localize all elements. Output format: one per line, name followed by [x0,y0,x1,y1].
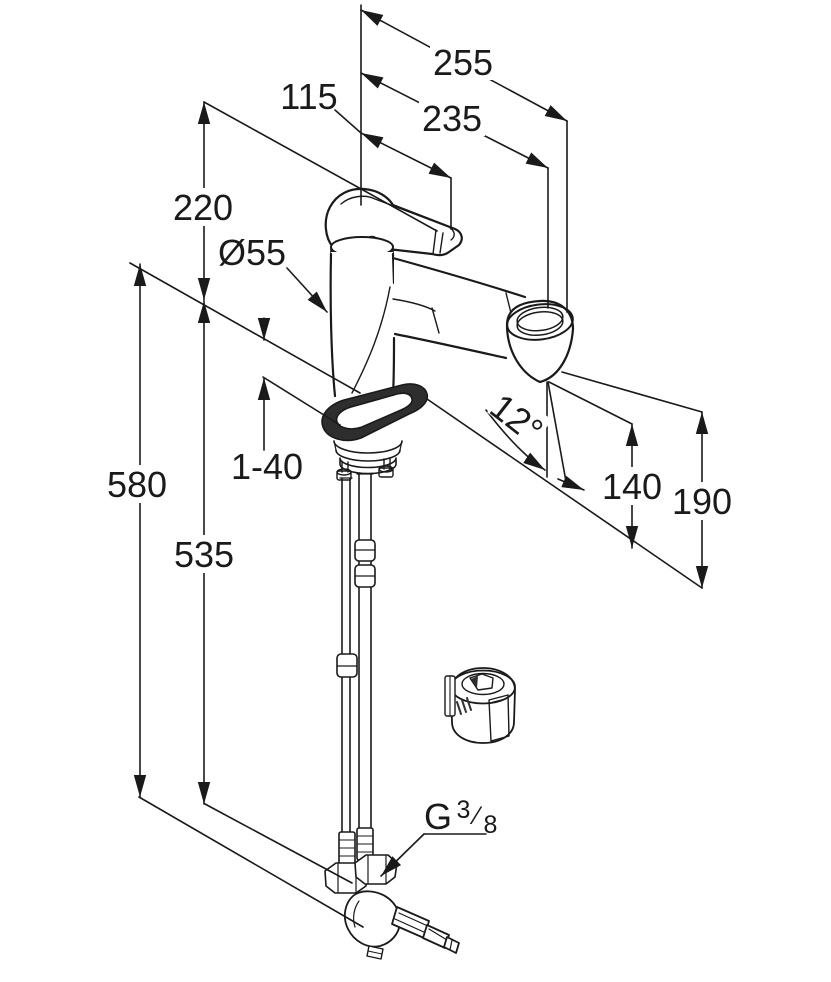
angle-arc [485,409,546,471]
fixing-studs [336,458,394,481]
dim-label-220: 220 [173,187,233,228]
dim-label-diameter: Ø55 [218,232,286,273]
dimension-labels: 255 235 115 220 Ø55 1-40 580 535 140 190… [107,42,732,839]
reference-line-counter-bottom [262,376,341,426]
dim-label-190: 190 [672,481,732,522]
dim-label-255: 255 [433,42,493,83]
dim-label-115: 115 [280,76,337,117]
connection-nuts [324,827,398,894]
faucet-spout [391,256,532,360]
dim-line-115 [360,132,452,179]
dim-label-thread: G 3 ⁄ 8 [424,796,497,839]
thread-leader [380,833,425,877]
reference-line-pipe-end [204,803,353,884]
shutoff-valve [343,890,460,960]
reference-line-counter-right [426,398,703,589]
dim-label-mount-range: 1-40 [231,446,303,487]
spray-head [505,299,575,384]
faucet-illustration [321,187,575,960]
dim-label-580: 580 [107,464,167,505]
supply-pipes [336,473,376,835]
dim-label-535: 535 [174,534,234,575]
dim-label-angle: 12° [483,385,551,451]
reference-line-counter-left [129,262,361,394]
thread-denominator: 8 [483,811,497,839]
base-escutcheon [321,383,429,442]
reference-line-hose-end [138,796,364,928]
diameter-leader [286,267,328,313]
thread-slash: ⁄ [469,802,483,830]
reference-line-outlet [548,381,633,425]
dim-label-140: 140 [602,466,662,507]
reference-line-handle-top [203,101,438,232]
thread-prefix: G [424,796,452,837]
label-masks [106,44,734,573]
angle-spray-axis [547,381,568,488]
thread-numerator: 3 [456,796,470,824]
dim-label-235: 235 [422,98,482,139]
dimension-lines [129,4,709,928]
angle-arc-arrow [557,475,585,491]
cartridge [444,667,516,744]
reference-line-spout-top [561,371,703,413]
faucet-body [329,252,396,398]
mounting-stack [333,440,403,475]
